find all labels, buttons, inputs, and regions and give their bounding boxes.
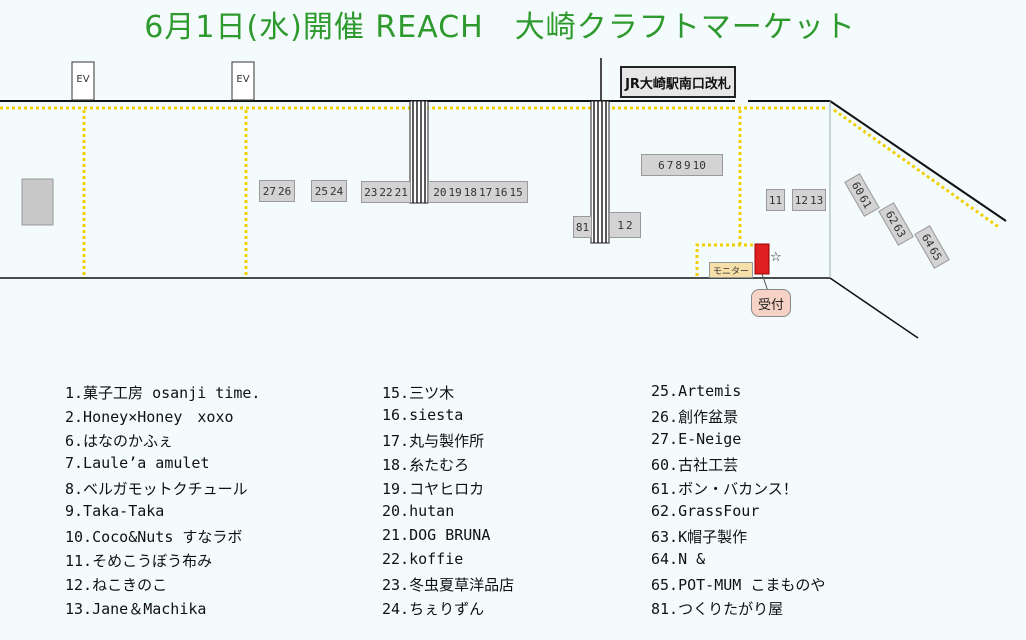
- reception-label: 受付: [751, 289, 791, 317]
- legend-item: 22.koffie: [382, 550, 464, 568]
- legend-item: 19.コヤヒロカ: [382, 480, 485, 498]
- legend-item: 23.冬虫夏草洋品店: [382, 576, 515, 594]
- diagonal-wall-upper: [829, 100, 1007, 222]
- legend-item: 24.ちぇりずん: [382, 600, 485, 618]
- legend-item: 13.Jane＆Machika: [65, 600, 207, 618]
- booth-81: 81: [573, 216, 592, 238]
- legend-item: 64.N &: [651, 550, 706, 568]
- legend-item: 18.糸たむろ: [382, 456, 470, 474]
- legend-item: 25.Artemis: [651, 382, 742, 400]
- station-sign: JR大崎駅南口改札: [620, 66, 736, 98]
- legend-item: 6.はなのかふぇ: [65, 432, 174, 450]
- star-icon: ☆: [770, 250, 782, 265]
- legend-item: 61.ボン・バカンス！: [651, 480, 798, 498]
- column-2: [590, 100, 610, 244]
- legend-item: 7.Laule’a amulet: [65, 454, 210, 472]
- legend-item: 2.Honey×Honey xoxo: [65, 408, 234, 426]
- legend-item: 27.E-Neige: [651, 430, 742, 448]
- legend-item: 16.siesta: [382, 406, 464, 424]
- pillar-block: [21, 178, 54, 226]
- elevator-1: [71, 61, 95, 101]
- legend-item: 8.ベルガモットクチュール: [65, 480, 248, 498]
- ev-label-2: EV: [236, 74, 250, 85]
- legend-item: 62.GrassFour: [651, 502, 760, 520]
- reception-booth: [754, 243, 770, 275]
- diagonal-wall-lower: [829, 277, 919, 339]
- elevator-2: [231, 61, 255, 101]
- legend-item: 63.K帽子製作: [651, 528, 748, 546]
- monitor-label: モニター: [709, 262, 753, 278]
- legend-item: 17.丸与製作所: [382, 432, 485, 450]
- legend-item: 11.そめこうぼう布み: [65, 552, 213, 570]
- legend-item: 12.ねこきのこ: [65, 576, 168, 594]
- page-title: 6月1日(水)開催 REACH 大崎クラフトマーケット: [144, 10, 856, 45]
- legend-item: 26.創作盆景: [651, 408, 739, 426]
- legend-item: 65.POT-MUM こまものや: [651, 576, 826, 594]
- ev-label-1: EV: [76, 74, 90, 85]
- legend-item: 21.DOG BRUNA: [382, 526, 491, 544]
- legend-item: 15.三ツ木: [382, 384, 455, 402]
- legend-item: 9.Taka-Taka: [65, 502, 165, 520]
- legend-item: 20.hutan: [382, 502, 455, 520]
- legend-item: 60.古社工芸: [651, 456, 739, 474]
- legend-item: 81.つくりたがり屋: [651, 600, 784, 618]
- legend-item: 1.菓子工房 osanji time.: [65, 384, 261, 402]
- column-1: [409, 100, 429, 204]
- legend-item: 10.Coco&Nuts すなラボ: [65, 528, 243, 546]
- floor-map: [0, 58, 1007, 339]
- booth-11: 11: [766, 189, 785, 211]
